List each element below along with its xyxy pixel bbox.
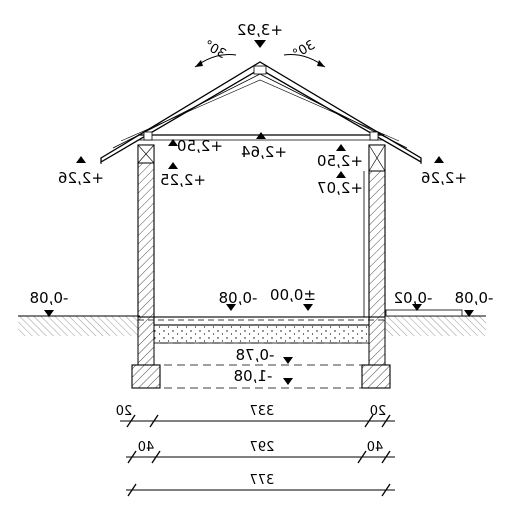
pitch-arrow-right	[317, 60, 325, 67]
dim-row3-tick-b	[381, 483, 391, 497]
dim-row2-middle: 297	[250, 440, 275, 455]
label-terrace: -0,02	[394, 289, 433, 307]
level-marker-eave-left	[76, 156, 86, 163]
level-marker-ceiling	[256, 132, 266, 139]
level-marker-beam-left-bottom	[168, 162, 178, 169]
right-footing	[361, 364, 391, 389]
label-ground-left: -0,08	[30, 289, 69, 307]
right-foundation-wall	[368, 316, 386, 366]
right-post-head-x2	[368, 144, 386, 172]
pitch-label-left: 30°	[201, 38, 228, 63]
roof	[100, 61, 422, 164]
purlin-right	[369, 131, 379, 141]
terrace-right	[385, 309, 463, 317]
label-beam-left-top: +2,50	[177, 137, 223, 155]
level-marker-terrace	[412, 304, 422, 311]
ridge-block	[253, 65, 267, 75]
left-wall-head-x2	[137, 144, 155, 164]
label-beam-right-top: +2,50	[317, 152, 363, 170]
floor-bedding	[153, 324, 370, 344]
ground-and-floor	[18, 309, 486, 344]
dim-row1-left: 20	[116, 404, 133, 419]
dim-row3-tick-a	[127, 483, 137, 497]
label-eave-right: +2,26	[421, 169, 467, 187]
label-eave-left: +2,26	[58, 169, 104, 187]
label-floor-zero: ±0,00	[270, 286, 316, 304]
dim-row1-tick-d	[381, 414, 391, 428]
floor-slab	[153, 316, 370, 326]
pitch-arrow-left	[195, 60, 203, 67]
dim-row2-tick-b	[151, 450, 161, 464]
level-marker-foundation-bottom	[283, 378, 293, 385]
level-marker-beam-right-bottom	[336, 171, 346, 178]
label-ridge: +3,92	[237, 21, 283, 39]
dim-row1-right: 20	[370, 404, 387, 419]
label-ground-right: -0,08	[455, 289, 494, 307]
level-labels: +3,92 +2,26 +2,26 +2,50 +2,25 +2,64 +2,5…	[30, 21, 494, 385]
dimension-lines: 20 337 20 40 297 40 377	[116, 404, 395, 497]
level-marker-ridge	[254, 40, 266, 48]
dim-row3-total: 377	[250, 473, 275, 488]
label-floor-inner: -0,08	[219, 289, 258, 307]
label-beam-left-bottom: +2,25	[160, 171, 206, 189]
foundations	[131, 316, 391, 389]
level-markers	[44, 40, 474, 385]
dim-row2-tick-c	[357, 450, 367, 464]
left-footing	[131, 364, 161, 389]
roof-inner-line-2	[120, 79, 400, 142]
left-foundation-wall	[137, 316, 155, 366]
level-marker-floor-inner	[226, 304, 236, 311]
ground-right	[386, 316, 486, 336]
dim-row1-tick-c	[364, 414, 374, 428]
level-marker-ground-right	[464, 310, 474, 317]
dim-row2-tick-a	[127, 450, 137, 464]
level-marker-ground-left	[44, 310, 54, 317]
level-marker-beam-left-top	[168, 139, 178, 146]
level-marker-floor-zero	[303, 304, 313, 311]
dim-row2-tick-d	[381, 450, 391, 464]
dim-row2-left: 40	[138, 440, 155, 455]
level-marker-foundation-top	[283, 357, 293, 364]
pitch-label-right: 30°	[291, 38, 318, 63]
dim-row1-tick-a	[126, 414, 136, 428]
level-marker-eave-right	[434, 156, 444, 163]
dim-row1-tick-b	[149, 414, 159, 428]
label-beam-right-bottom: +2,07	[317, 179, 363, 197]
dim-row1-middle: 337	[250, 404, 275, 419]
label-ceiling: +2,64	[241, 143, 287, 161]
label-foundation-top: -0,78	[236, 346, 275, 364]
label-foundation-bottom: -1,08	[234, 367, 273, 385]
purlin-left	[143, 131, 153, 141]
ground-left	[18, 316, 140, 336]
dim-row2-right: 40	[367, 440, 384, 455]
level-marker-beam-right-top	[336, 144, 346, 151]
left-wall	[137, 144, 155, 318]
